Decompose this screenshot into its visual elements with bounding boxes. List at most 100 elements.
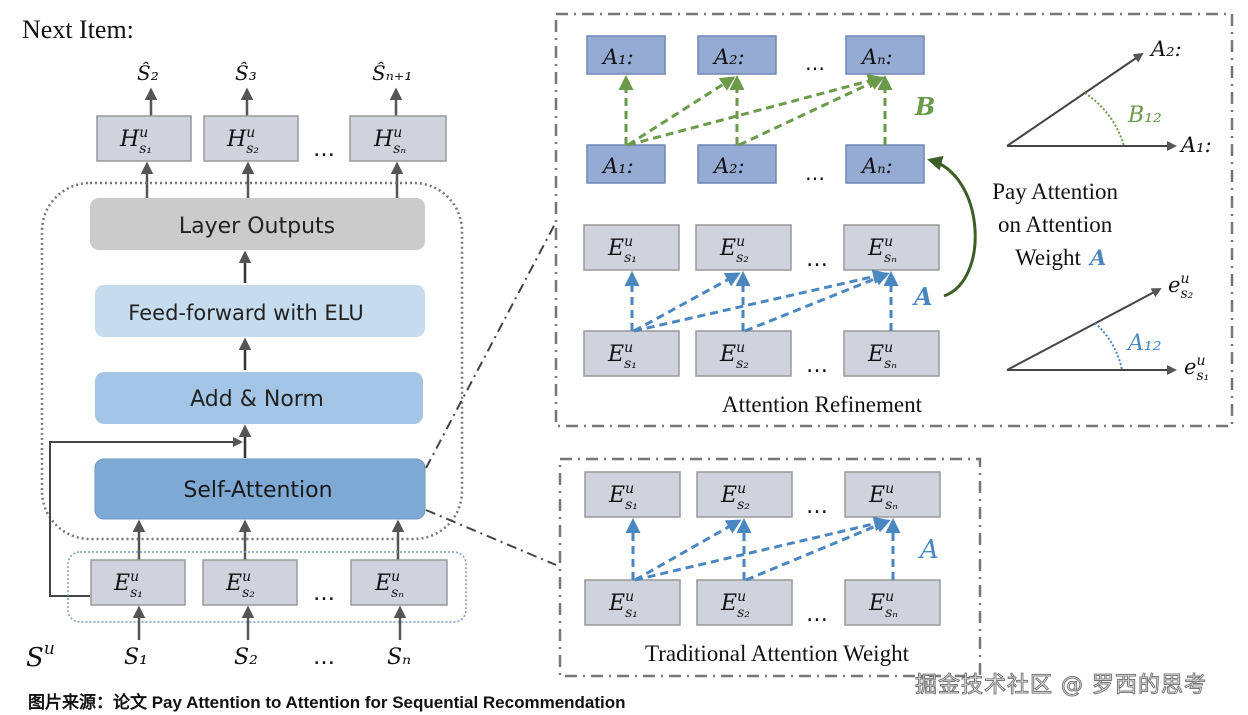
embedding-box (844, 471, 941, 518)
embedding-box (584, 471, 681, 518)
pay-attention-curve-arrow (927, 155, 977, 298)
vector-label: A₁: (1179, 133, 1212, 157)
attention-label: A₁: (601, 45, 634, 69)
embedding-to-attention-arrows (132, 519, 405, 560)
attention-row-mid: A₁: A₂: Aₙ: … (586, 144, 925, 185)
attention-box (586, 144, 666, 184)
a-label: A (912, 282, 933, 311)
input-label: S₁ (124, 645, 148, 670)
attention-label: Aₙ: (860, 45, 893, 69)
sequence-label: Su (26, 639, 55, 673)
ellipsis: … (806, 353, 828, 378)
ellipsis: … (313, 645, 335, 670)
input-label: Sₙ (387, 645, 411, 670)
attention-box (845, 144, 925, 184)
ellipsis: … (806, 494, 828, 519)
self-attention-label: Self-Attention (183, 478, 332, 503)
attention-row-top: A₁: A₂: Aₙ: … (586, 35, 925, 75)
prediction-label: Ŝₙ₊₁ (372, 60, 412, 85)
figure-caption: 图片来源：论文 Pay Attention to Attention for S… (28, 693, 626, 712)
embedding-box (695, 330, 792, 377)
traditional-attention-arrows (625, 516, 901, 582)
embedding-box (584, 579, 681, 626)
refinement-arrows-a (624, 269, 899, 333)
add-norm-label: Add & Norm (190, 387, 324, 412)
attention-label: A₁: (601, 154, 634, 178)
prediction-label: Ŝ₃ (235, 60, 257, 85)
embedding-box (695, 224, 792, 271)
embedding-box (843, 224, 940, 271)
self-attention-box (94, 458, 426, 520)
layer-outputs-label: Layer Outputs (179, 214, 335, 239)
a-label: A (918, 535, 939, 565)
pay-attention-symbol: A (1088, 245, 1106, 270)
layer-to-hidden-arrows (140, 161, 404, 198)
embedding-box (844, 579, 941, 626)
hidden-state-box (96, 115, 192, 162)
angle-label-a12: A₁₂ (1126, 331, 1162, 356)
attention-label: Aₙ: (860, 154, 893, 178)
attention-box (845, 35, 925, 75)
zoom-connector-upper (425, 221, 557, 469)
next-item-label: Next Item: (22, 15, 134, 44)
prediction-label: Ŝ₂ (137, 60, 159, 85)
embedding-box (583, 330, 680, 377)
layer-outputs-box (90, 198, 425, 250)
ellipsis: … (805, 51, 825, 75)
embedding-box (696, 471, 793, 518)
vector-label: A₂: (1149, 37, 1182, 61)
ellipsis: … (313, 581, 335, 606)
attention-refinement-title: Attention Refinement (722, 392, 923, 417)
ellipsis: … (806, 602, 828, 627)
embedding-box (90, 559, 186, 606)
ellipsis: … (805, 161, 825, 185)
add-norm-box (95, 372, 423, 424)
input-arrows (132, 605, 407, 640)
hidden-state-box (203, 115, 299, 162)
attention-label: A₂: (712, 154, 745, 178)
b-label: B (914, 92, 935, 121)
prediction-arrows (144, 87, 403, 116)
embedding-box (583, 224, 680, 271)
watermark: 掘金技术社区 @ 罗西的思考 (915, 673, 1207, 699)
embedding-group-outline (67, 551, 467, 623)
zoom-connector-lower (425, 509, 557, 566)
embedding-box (350, 559, 448, 606)
ellipsis: … (806, 247, 828, 272)
attention-label: A₂: (712, 45, 745, 69)
encoder-block-outline (40, 181, 464, 541)
feed-forward-label: Feed-forward with ELU (128, 301, 363, 325)
feed-forward-box (95, 285, 425, 337)
vector-diagram-b: A₂: A₁: B₁₂ (1006, 37, 1212, 157)
refinement-arrows-b (618, 73, 893, 147)
pay-attention-text: Pay Attention on Attention Weight (992, 179, 1124, 270)
